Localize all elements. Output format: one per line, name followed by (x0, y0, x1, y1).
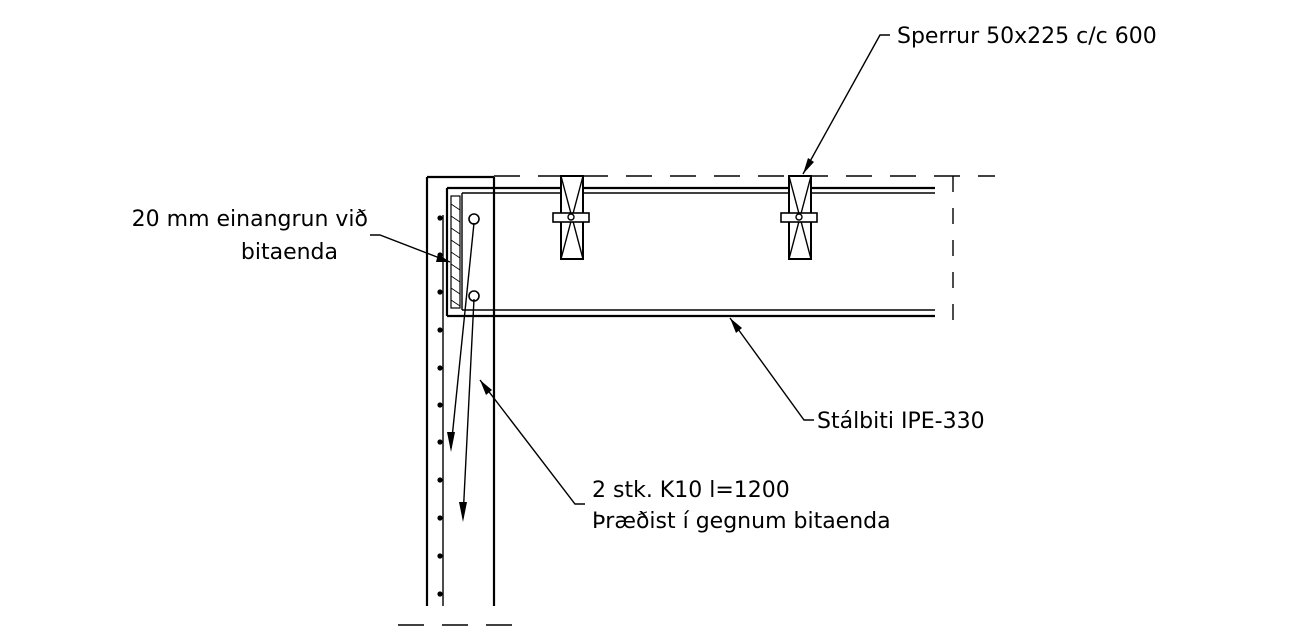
insulation (450, 195, 461, 309)
steel-beam (445, 186, 935, 318)
rebar-dots (437, 215, 443, 597)
rafter-2 (780, 175, 818, 260)
dashed-boundaries (398, 175, 995, 626)
label-beam: Stálbiti IPE-330 (817, 409, 985, 434)
concrete-wall (425, 175, 496, 606)
rafter-1 (552, 175, 590, 260)
label-insulation-line2: bitaenda (241, 240, 338, 265)
label-rebar-line1: 2 stk. K10 l=1200 (592, 478, 790, 503)
label-rafters: Sperrur 50x225 c/c 600 (897, 24, 1157, 49)
rebars (447, 213, 480, 522)
leaders (370, 34, 890, 505)
label-insulation-line1: 20 mm einangrun við (132, 207, 368, 232)
label-rebar-line2: Þræðist í gegnum bitaenda (592, 509, 891, 534)
